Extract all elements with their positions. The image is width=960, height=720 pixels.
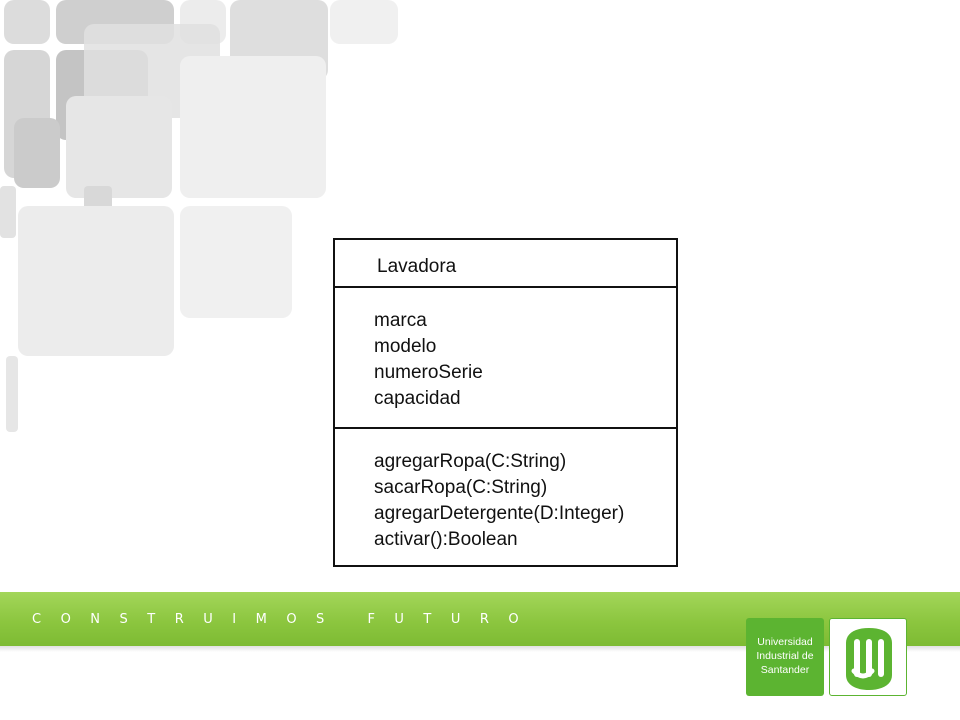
attributes-compartment: marca modelo numeroSerie capacidad — [335, 288, 676, 429]
uml-class-box: Lavadora marca modelo numeroSerie capaci… — [333, 238, 678, 567]
method-item: agregarRopa(C:String) — [374, 451, 567, 472]
logo-line-2: Industrial de — [756, 650, 814, 662]
attribute-item: numeroSerie — [374, 362, 483, 383]
method-item: activar():Boolean — [374, 529, 518, 550]
methods-compartment: agregarRopa(C:String) sacarRopa(C:String… — [335, 429, 676, 565]
class-name: Lavadora — [377, 256, 457, 277]
logo-line-1: Universidad — [757, 636, 813, 648]
attribute-item: marca — [374, 310, 427, 331]
decorative-squares — [0, 0, 420, 440]
uis-emblem-graphic — [846, 628, 892, 690]
logo-line-3: Santander — [760, 664, 810, 676]
attribute-item: capacidad — [374, 388, 461, 409]
uis-emblem-icon — [829, 618, 907, 696]
banner-shadow — [0, 646, 960, 652]
method-item: agregarDetergente(D:Integer) — [374, 503, 625, 524]
method-item: sacarRopa(C:String) — [374, 477, 548, 498]
banner-motto: CONSTRUIMOS FUTURO — [32, 612, 539, 627]
university-name-logo: Universidad Industrial de Santander — [746, 618, 824, 696]
attribute-item: modelo — [374, 336, 437, 357]
class-name-compartment: Lavadora — [335, 240, 676, 288]
